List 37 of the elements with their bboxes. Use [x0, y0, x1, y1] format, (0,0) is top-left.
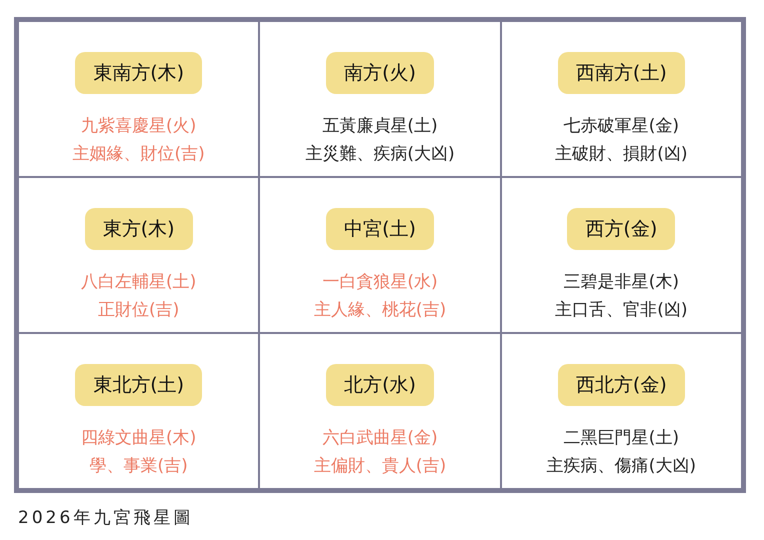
- star-meaning: 主人緣、桃花(吉): [314, 299, 446, 322]
- star-meaning: 主疾病、傷痛(大凶): [546, 455, 696, 478]
- grid-cell: [502, 178, 741, 332]
- grid-cell: [260, 22, 500, 176]
- star-meaning: 主姻緣、財位(吉): [72, 143, 205, 166]
- direction-label: 東北方(土): [75, 364, 202, 406]
- grid-cell: [502, 22, 741, 176]
- star-meaning: 主偏財、貴人(吉): [314, 455, 446, 478]
- grid-cell: [19, 178, 258, 332]
- star-meaning: 學、事業(吉): [90, 455, 188, 478]
- grid-cell: [19, 22, 258, 176]
- direction-label: 西南方(土): [558, 52, 685, 94]
- star-name: 六白武曲星(金): [322, 427, 438, 450]
- star-name: 二黑巨門星(土): [564, 427, 679, 450]
- star-meaning: 主災難、疾病(大凶): [305, 143, 455, 166]
- star-name: 四綠文曲星(木): [81, 427, 196, 450]
- star-meaning: 正財位(吉): [98, 299, 180, 322]
- direction-label: 北方(水): [326, 364, 434, 406]
- star-name: 八白左輔星(土): [81, 271, 196, 294]
- direction-label: 東方(木): [84, 208, 193, 250]
- star-meaning: 主破財、損財(凶): [555, 143, 688, 166]
- star-name: 七赤破軍星(金): [564, 115, 679, 138]
- star-name: 一白貪狼星(水): [322, 271, 438, 294]
- direction-label: 西北方(金): [558, 364, 685, 406]
- direction-label: 南方(火): [326, 52, 434, 94]
- star-name: 三碧是非星(木): [564, 271, 679, 294]
- direction-label: 西方(金): [567, 208, 676, 250]
- star-name: 九紫喜慶星(火): [81, 115, 196, 138]
- direction-label: 中宮(土): [326, 208, 434, 250]
- grid-cell: [502, 334, 741, 488]
- star-meaning: 主口舌、官非(凶): [555, 299, 688, 322]
- diagram-caption: 2026年九宮飛星圖: [18, 507, 194, 529]
- grid-cell: [260, 178, 500, 332]
- direction-label: 東南方(木): [75, 52, 202, 94]
- grid-cell: [19, 334, 258, 488]
- star-name: 五黃廉貞星(土): [322, 115, 438, 138]
- grid-cell: [260, 334, 500, 488]
